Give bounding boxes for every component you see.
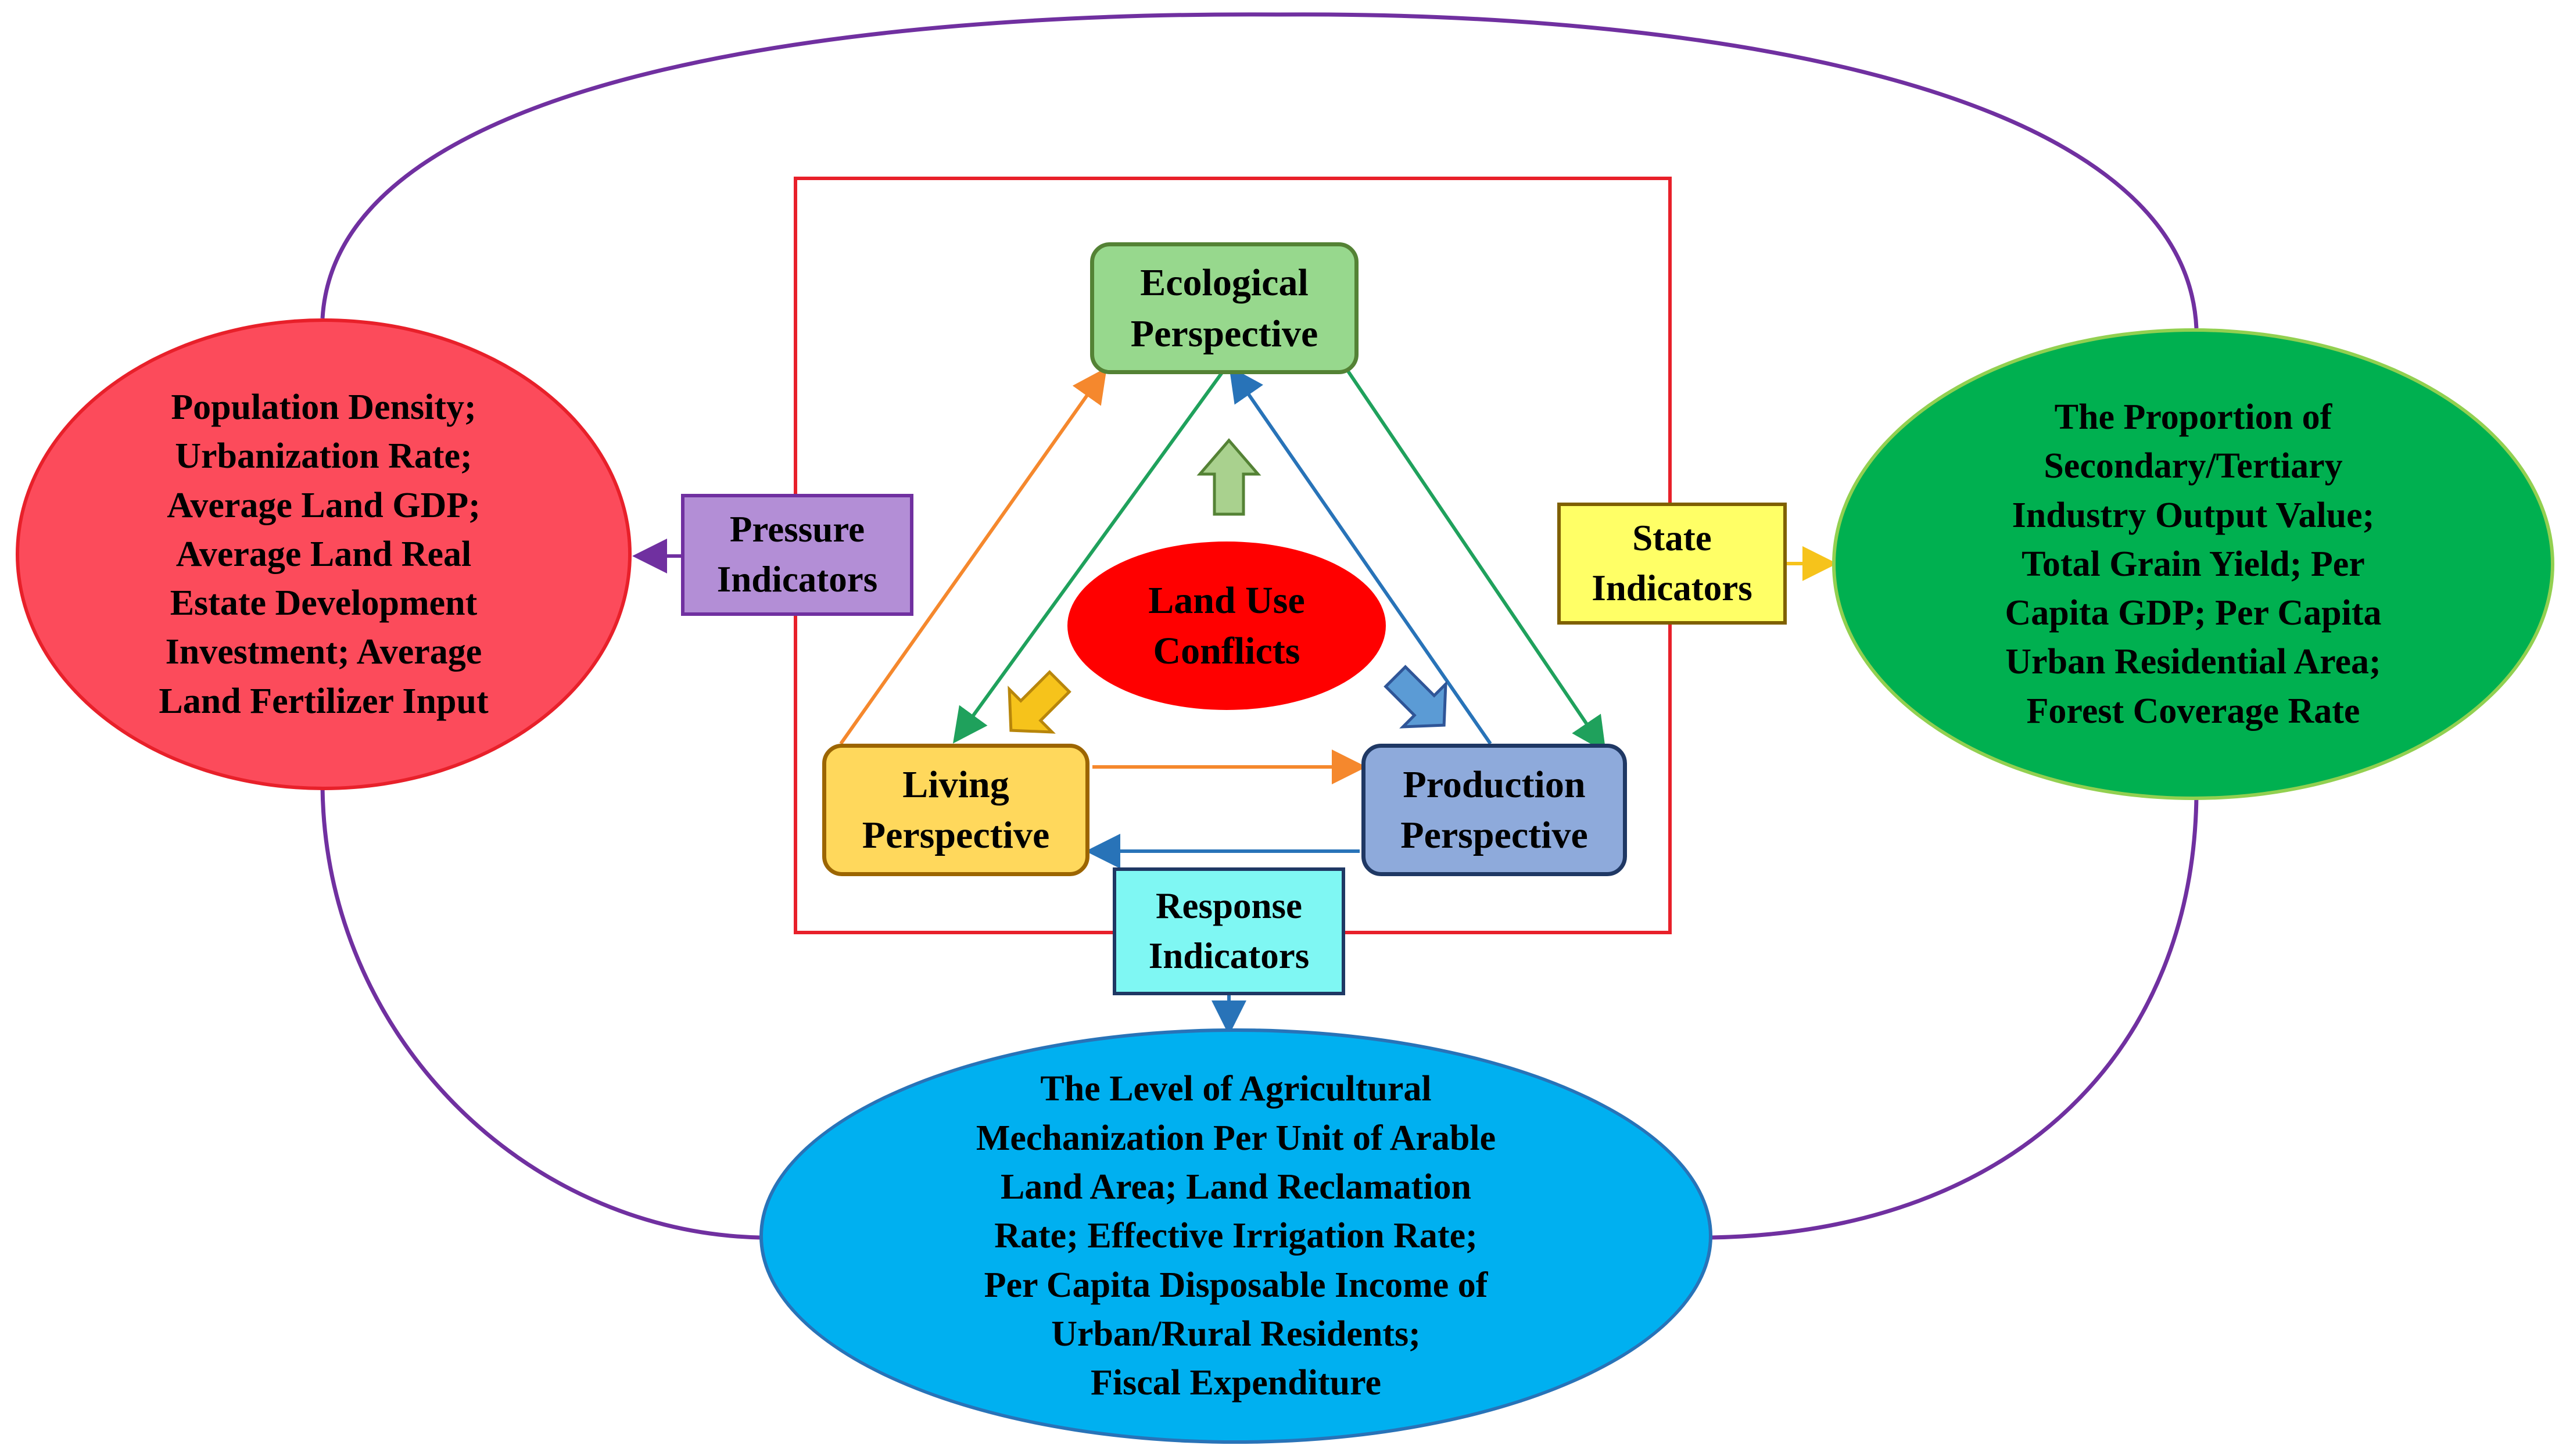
land-use-conflicts-ellipse: Land Use Conflicts <box>1067 541 1386 710</box>
pressure-line-2: Urbanization Rate; <box>175 436 472 476</box>
pressure-label-line-1: Pressure <box>729 509 865 550</box>
pressure-line-5: Estate Development <box>170 583 478 623</box>
pressure-line-7: Land Fertilizer Input <box>159 681 489 721</box>
response-line-3: Land Area; Land Reclamation <box>1000 1167 1472 1207</box>
living-line-2: Perspective <box>862 814 1050 856</box>
state-label-line-2: Indicators <box>1592 568 1752 608</box>
block-arrow-blue <box>1384 665 1447 729</box>
ecological-line-2: Perspective <box>1130 312 1318 355</box>
block-arrow-up-green <box>1196 438 1261 516</box>
production-perspective-box: Production Perspective <box>1361 744 1627 876</box>
response-line-6: Urban/Rural Residents; <box>1051 1314 1421 1354</box>
arrow-ecological-to-production <box>1345 368 1606 752</box>
state-line-3: Industry Output Value; <box>2012 495 2375 535</box>
state-line-6: Urban Residential Area; <box>2005 642 2381 682</box>
ecological-line-1: Ecological <box>1140 261 1309 304</box>
pressure-indicators-ellipse: Population Density; Urbanization Rate; A… <box>16 318 632 790</box>
conflicts-line-2: Conflicts <box>1153 630 1300 672</box>
response-label-line-1: Response <box>1155 885 1303 927</box>
response-line-2: Mechanization Per Unit of Arable <box>976 1118 1496 1158</box>
state-indicators-ellipse: The Proportion of Secondary/Tertiary Ind… <box>1832 328 2554 800</box>
arrow-ecological-to-living <box>952 368 1226 744</box>
response-indicators-ellipse: The Level of Agricultural Mechanization … <box>759 1028 1712 1444</box>
state-line-1: The Proportion of <box>2054 397 2332 437</box>
arrow-production-to-ecological <box>1229 366 1492 745</box>
state-indicators-label: State Indicators <box>1557 503 1787 625</box>
pressure-line-6: Investment; Average <box>165 632 482 672</box>
state-line-7: Forest Coverage Rate <box>2026 691 2360 731</box>
state-label-line-1: State <box>1632 518 1712 559</box>
state-line-4: Total Grain Yield; Per <box>2022 544 2365 584</box>
response-indicators-label: Response Indicators <box>1113 867 1345 995</box>
ecological-perspective-box: Ecological Perspective <box>1090 242 1359 374</box>
response-line-1: The Level of Agricultural <box>1040 1069 1432 1109</box>
loop-top-arc <box>320 12 2199 329</box>
response-line-4: Rate; Effective Irrigation Rate; <box>994 1216 1478 1256</box>
conflicts-line-1: Land Use <box>1148 579 1305 622</box>
arrow-living-to-ecological <box>839 367 1107 745</box>
living-perspective-box: Living Perspective <box>822 744 1089 876</box>
pressure-label-line-2: Indicators <box>716 559 878 600</box>
living-line-1: Living <box>902 763 1009 806</box>
response-line-7: Fiscal Expenditure <box>1090 1363 1382 1403</box>
pressure-line-1: Population Density; <box>171 387 476 427</box>
pressure-line-3: Average Land GDP; <box>167 485 481 525</box>
production-line-2: Perspective <box>1400 814 1588 856</box>
response-line-5: Per Capita Disposable Income of <box>984 1265 1488 1305</box>
pressure-indicators-label: Pressure Indicators <box>681 494 913 616</box>
loop-right-arc <box>1711 795 2199 1240</box>
state-line-5: Capita GDP; Per Capita <box>2005 593 2382 633</box>
block-arrow-yellow <box>1008 670 1071 734</box>
state-line-2: Secondary/Tertiary <box>2044 446 2343 486</box>
pressure-line-4: Average Land Real <box>175 534 472 574</box>
loop-left-arc <box>320 787 761 1240</box>
production-line-1: Production <box>1403 763 1586 806</box>
response-label-line-2: Indicators <box>1148 935 1310 976</box>
